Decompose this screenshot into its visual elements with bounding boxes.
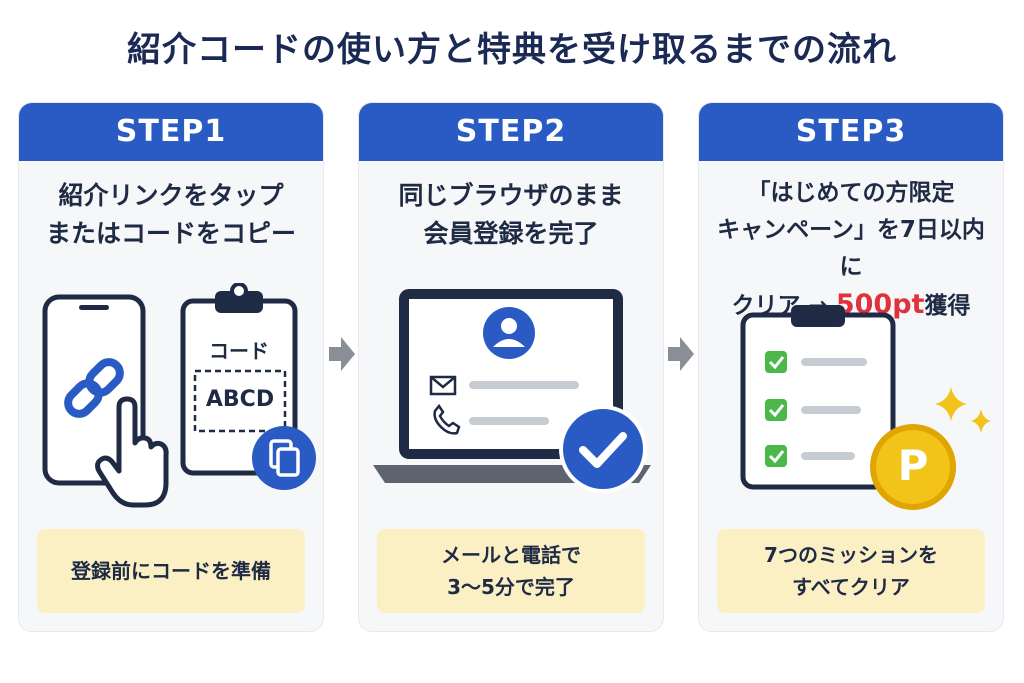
step3-description-text: 「はじめての方限定 キャンペーン」を7日以内に クリア → bbox=[717, 180, 985, 319]
step2-card: STEP2 同じブラウザのまま 会員登録を完了 メールと電話で 3〜5分で完了 bbox=[358, 102, 664, 632]
step1-note: 登録前にコードを準備 bbox=[37, 529, 305, 613]
coin-letter: P bbox=[897, 441, 929, 490]
clipboard-label: コード bbox=[209, 339, 269, 363]
smartphone-link-icon bbox=[42, 294, 169, 508]
step2-note: メールと電話で 3〜5分で完了 bbox=[377, 529, 645, 613]
copy-icon bbox=[252, 426, 316, 490]
step2-header: STEP2 bbox=[359, 103, 663, 161]
laptop-registration-icon bbox=[373, 289, 651, 483]
step2-description: 同じブラウザのまま 会員登録を完了 bbox=[398, 181, 624, 248]
arrow-right-icon bbox=[329, 337, 355, 371]
check-circle-icon bbox=[559, 405, 647, 493]
step1-card: STEP1 紹介リンクをタップ またはコードをコピー コード ABCD 登録前に… bbox=[18, 102, 324, 632]
step1-description: 紹介リンクをタップ またはコードをコピー bbox=[45, 181, 296, 248]
arrow-right-icon bbox=[668, 337, 694, 371]
page-title: 紹介コードの使い方と特典を受け取るまでの流れ bbox=[127, 30, 897, 70]
point-coin-icon bbox=[870, 424, 956, 510]
step3-description-suffix: 獲得 bbox=[924, 293, 971, 319]
step3-note: 7つのミッションを すべてクリア bbox=[717, 529, 985, 613]
step1-header: STEP1 bbox=[19, 103, 323, 161]
clipboard-code-icon bbox=[180, 283, 298, 476]
sparkle-icon bbox=[935, 387, 991, 433]
checklist-clipboard-icon bbox=[740, 305, 896, 490]
step3-card: STEP3 「はじめての方限定 キャンペーン」を7日以内に クリア → 500p… bbox=[698, 102, 1004, 632]
step3-header: STEP3 bbox=[699, 103, 1003, 161]
step3-description: 「はじめての方限定 キャンペーン」を7日以内に クリア → 500pt獲得 bbox=[699, 175, 1003, 325]
code-value: ABCD bbox=[205, 387, 275, 412]
